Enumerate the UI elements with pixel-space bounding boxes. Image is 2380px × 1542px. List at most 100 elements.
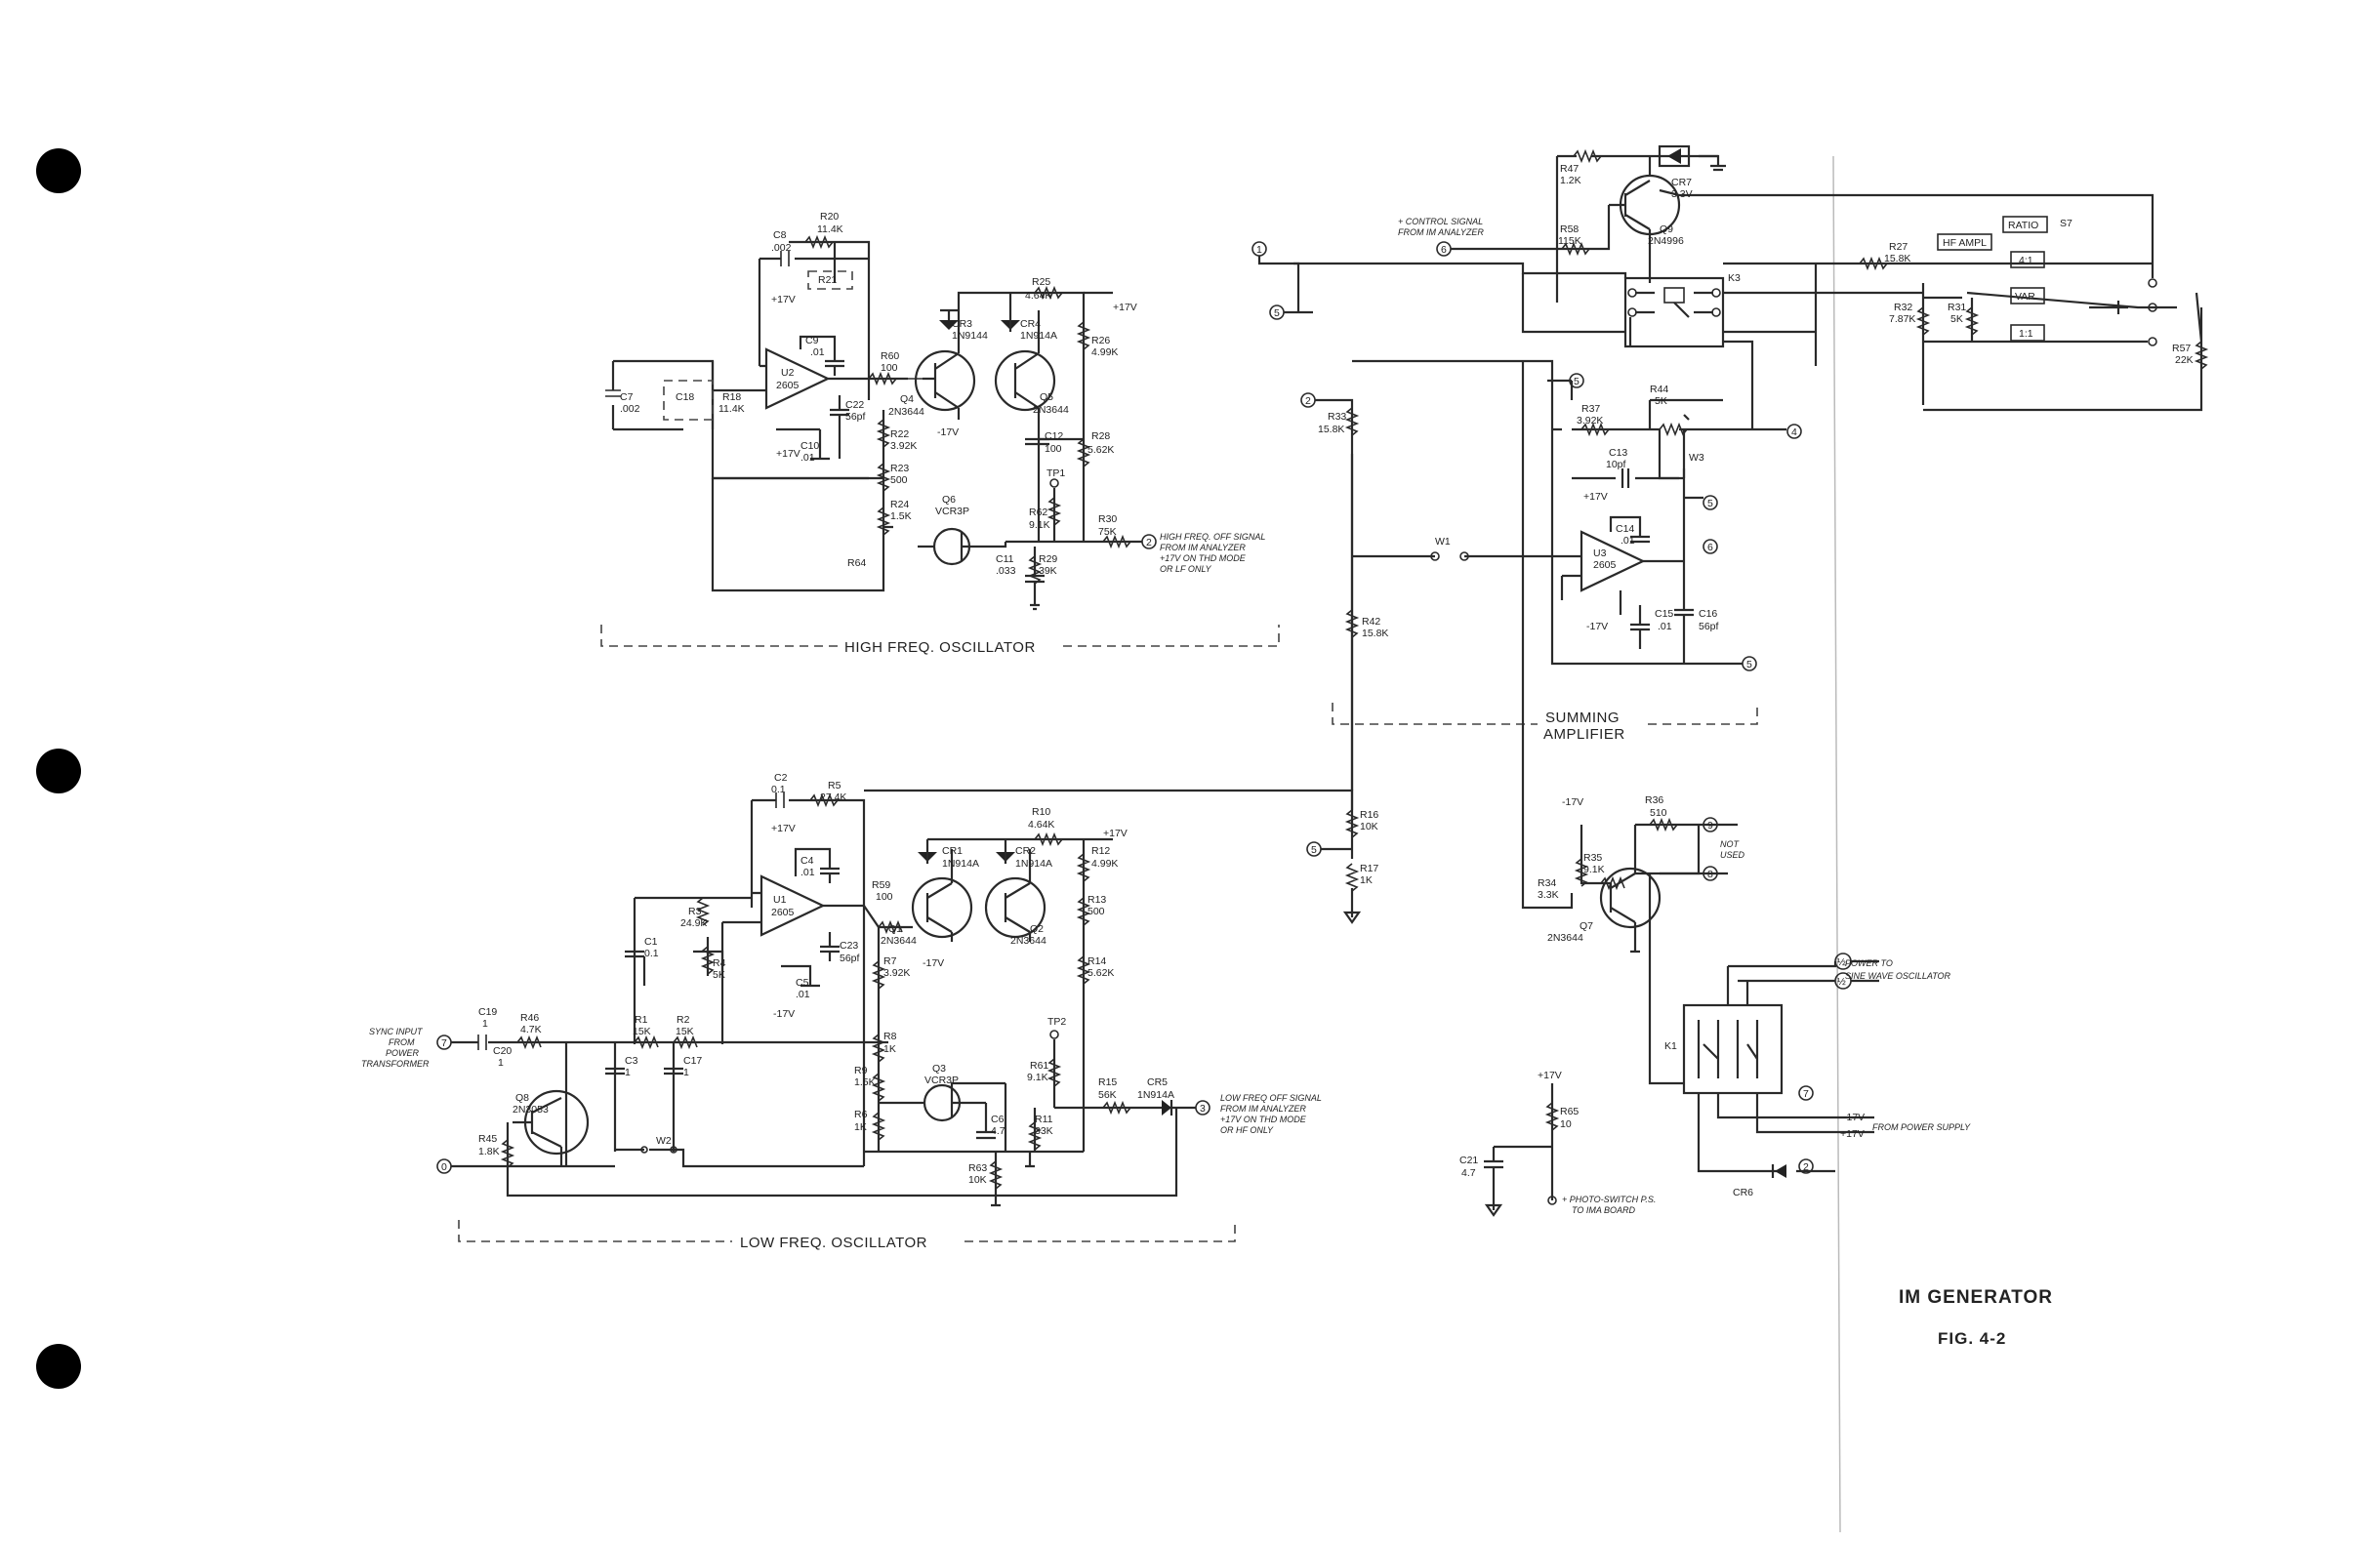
lf-labels-r15-name-label: R15 <box>1098 1076 1117 1088</box>
hf-labels-r24-val-label: 1.5K <box>890 510 912 522</box>
hf-labels-c8-name-label: C8 <box>773 229 787 241</box>
lf-labels-r12-name-label: R12 <box>1091 845 1110 857</box>
sum-labels-r16-name-label: R16 <box>1360 809 1378 821</box>
lf-labels-r61-val-label: 9.1K <box>1027 1072 1048 1083</box>
lf-labels-tp2-label: TP2 <box>1047 1016 1066 1028</box>
lf-labels-r5-val-label: 27.4K <box>820 791 846 803</box>
out-labels-v17-c-label: +17V <box>1840 1128 1865 1140</box>
sum-labels-r58-val-label: 115K <box>1558 235 1581 247</box>
sum-labels-r44-name-label: R44 <box>1650 384 1668 395</box>
lf-labels-c17-val-label: 1 <box>683 1067 689 1078</box>
out-labels-c21-name-label: C21 <box>1459 1155 1478 1166</box>
lf-labels-q1-name-label: Q1 <box>888 923 902 935</box>
lf-labels-r1-name-label: R1 <box>635 1014 648 1026</box>
lf-labels-sync-2-label: FROM <box>389 1037 415 1047</box>
lf-labels-note-3-label: +17V ON THD MODE <box>1220 1115 1307 1124</box>
switch-labels-r31-name-label: R31 <box>1948 302 1966 313</box>
out-labels-r34-val-label: 3.3K <box>1538 889 1559 901</box>
sum-labels-cr7-name-label: CR7 <box>1671 177 1692 188</box>
hf-labels-r22-val-label: 3.92K <box>890 440 917 452</box>
sum-labels-r44-val-label: 5K <box>1655 395 1667 407</box>
hf-labels-r25-name-label: R25 <box>1032 276 1050 288</box>
lf-labels-r3-val-label: 24.9K <box>680 917 707 929</box>
lf-labels-note-2-label: FROM IM ANALYZER <box>1220 1104 1306 1114</box>
ratio-label-box <box>2002 216 2048 233</box>
out-labels-r65-name-label: R65 <box>1560 1106 1579 1117</box>
svg-text:2: 2 <box>1803 1161 1809 1173</box>
lf-labels-v17-c-label: +17V <box>1103 828 1128 839</box>
switch-labels-r27-name-label: R27 <box>1889 241 1908 253</box>
lf-labels-sync-3-label: POWER <box>386 1048 420 1058</box>
lf-labels-r9-val-label: 1.5K <box>854 1076 876 1088</box>
sum-labels-c15-val-label: .01 <box>1658 621 1672 632</box>
sum-labels-v17-b-label: -17V <box>1586 621 1608 632</box>
svg-text:5: 5 <box>1311 844 1317 856</box>
out-labels-photo-1-label: + PHOTO-SWITCH P.S. <box>1562 1195 1656 1204</box>
sum-labels-r47-val-label: 1.2K <box>1560 175 1581 186</box>
hf-labels-q4-name-label: Q4 <box>900 393 914 405</box>
svg-text:7: 7 <box>1803 1088 1809 1100</box>
q1-transistor <box>911 876 973 939</box>
hf-labels-r20-name-label: R20 <box>820 211 839 223</box>
hf-labels-r28-val-label: 5.62K <box>1087 444 1114 456</box>
lf-labels-c5-val-label: .01 <box>796 989 810 1000</box>
sum-labels-r37-val-label: 3.92K <box>1577 415 1603 426</box>
hf-labels-r26-name-label: R26 <box>1091 335 1110 346</box>
lf-labels-r7-val-label: 3.92K <box>883 967 910 979</box>
lf-labels-c23-name-label: C23 <box>840 940 858 952</box>
binder-hole-top <box>36 148 81 193</box>
lf-labels-cr1-name-label: CR1 <box>942 845 963 857</box>
low-freq-oscillator: LOW FREQ. OSCILLATOR <box>361 772 1354 1253</box>
lf-labels-c2-val-label: 0.1 <box>771 784 786 795</box>
svg-text:1: 1 <box>1256 244 1262 256</box>
svg-text:0: 0 <box>441 1161 447 1173</box>
out-labels-q7-type-label: 2N3644 <box>1547 932 1583 944</box>
lf-labels-q1-type-label: 2N3644 <box>881 935 917 947</box>
lf-labels-r9-name-label: R9 <box>854 1065 868 1076</box>
out-labels-r65-val-label: 10 <box>1560 1118 1572 1130</box>
summing-label-1: SUMMING <box>1545 710 1620 726</box>
u2-opamp-symbol <box>764 347 831 410</box>
sum-labels-r37-name-label: R37 <box>1581 403 1600 415</box>
lf-labels-r6-name-label: R6 <box>854 1109 868 1120</box>
summing-section-border <box>1332 703 1758 725</box>
switch-labels-var-label: VAR <box>2015 291 2035 303</box>
sum-labels-ctrl-2-label: FROM IM ANALYZER <box>1398 227 1484 237</box>
switch-labels-s7-label: S7 <box>2060 218 2072 229</box>
hf-labels-c22-val-label: 56pf <box>845 411 866 423</box>
lf-labels-c19-val-label: 1 <box>482 1018 488 1030</box>
out-labels-v17-b-label: -17V <box>1843 1112 1865 1123</box>
ratio-switch-section: RATIO S7 HF AMPL 4:1 VAR 1:1 R27 15.8K R… <box>1723 216 2209 412</box>
lf-labels-v17-d-label: -17V <box>923 957 944 969</box>
out-labels-not-1-label: NOT <box>1720 839 1741 849</box>
sum-labels-v17-a-label: +17V <box>1583 491 1608 503</box>
hf-labels-c22-name-label: C22 <box>845 399 864 411</box>
hf-labels-v17-a-label: +17V <box>771 294 796 305</box>
hf-labels-tp1-label: TP1 <box>1046 467 1065 479</box>
lf-labels-r63-name-label: R63 <box>968 1162 987 1174</box>
hf-labels-c12-name-label: C12 <box>1045 430 1063 442</box>
hf-labels-cr3-type-label: 1N9144 <box>952 330 988 342</box>
hf-labels-note-3-label: +17V ON THD MODE <box>1160 553 1247 563</box>
lf-labels-c5-name-label: C5 <box>796 977 809 989</box>
lf-labels-u1-type-label: 2605 <box>771 907 795 918</box>
out-labels-pow-2-label: SINE WAVE OSCILLATOR <box>1845 971 1951 981</box>
svg-text:8: 8 <box>1707 869 1713 880</box>
hf-labels-c9-name-label: C9 <box>805 335 819 346</box>
lf-labels-v17-b-label: -17V <box>773 1008 795 1020</box>
sum-labels-c13-name-label: C13 <box>1609 447 1627 459</box>
svg-text:3: 3 <box>1200 1103 1206 1115</box>
lf-labels-cr5-name-label: CR5 <box>1147 1076 1168 1088</box>
sum-labels-q9-type-label: 2N4996 <box>1648 235 1684 247</box>
lf-labels-c20-name-label: C20 <box>493 1045 512 1057</box>
sum-labels-u3-type-label: 2605 <box>1593 559 1617 571</box>
out-labels-r34-name-label: R34 <box>1538 877 1556 889</box>
lf-labels-r12-val-label: 4.99K <box>1091 858 1118 870</box>
lf-labels-q2-type-label: 2N3644 <box>1010 935 1046 947</box>
lf-labels-q8-type-label: 2N3053 <box>513 1104 549 1116</box>
q4-transistor <box>914 349 976 412</box>
hf-ampl-label-box <box>1937 233 1992 251</box>
lf-labels-r46-val-label: 4.7K <box>520 1024 542 1035</box>
lf-labels-cr2-type-label: 1N914A <box>1015 858 1052 870</box>
